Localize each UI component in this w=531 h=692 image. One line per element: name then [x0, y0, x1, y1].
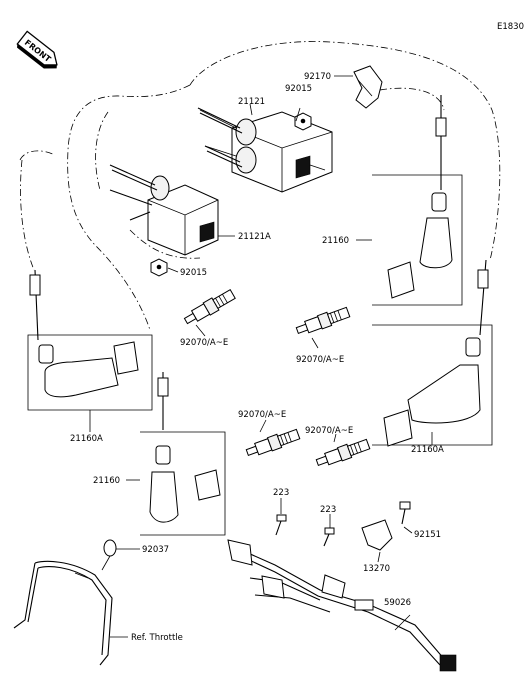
clamp-13270: [361, 519, 393, 551]
bolt-223-a: [275, 514, 287, 536]
callout-92070-center-2: 92070/A~E: [305, 426, 353, 436]
bolt-223-b: [323, 527, 335, 547]
callout-21160a-right: 21160A: [411, 445, 444, 455]
leader-lines: [89, 75, 433, 638]
front-arrow-icon: FRONT: [16, 30, 58, 69]
wire-harness-59026: [227, 539, 457, 672]
ignition-coil-lower: [109, 164, 219, 256]
callout-21160-left: 21160: [93, 476, 120, 486]
callout-21121a: 21121A: [238, 232, 271, 242]
coil-upper-leads: [197, 107, 243, 168]
diagram-code: E1830: [497, 22, 524, 32]
plug-cap-21160-left: [149, 372, 221, 523]
callout-92037: 92037: [142, 545, 169, 555]
callout-labels: 92170 92015 21121 21121A 92015 21160 920…: [70, 72, 444, 643]
nut-92015-bottom: [150, 258, 168, 277]
bolt-92151: [399, 501, 411, 525]
clamp-92170: [353, 65, 383, 109]
callout-92070-mid: 92070/A~E: [296, 355, 344, 365]
routing-loops: [19, 41, 501, 331]
callout-223-a: 223: [273, 488, 289, 498]
callout-92070-center-1: 92070/A~E: [238, 410, 286, 420]
plug-cap-21160-right: [387, 95, 453, 299]
callout-92070-left: 92070/A~E: [180, 338, 228, 348]
callout-92170: 92170: [304, 72, 331, 82]
callout-21160a-left: 21160A: [70, 434, 103, 444]
plug-cap-21160a-left: [29, 269, 139, 398]
bracket-92037: [13, 539, 117, 666]
callout-21121: 21121: [238, 97, 265, 107]
nut-92015-top: [294, 112, 312, 131]
callout-92015-top: 92015: [285, 84, 312, 94]
callout-92015-bottom: 92015: [180, 268, 207, 278]
callout-223-b: 223: [320, 505, 336, 515]
spark-plug-center-left: [245, 428, 301, 456]
callout-13270: 13270: [363, 564, 390, 574]
plug-cap-21160a-right: [383, 259, 489, 447]
callout-21160-right: 21160: [322, 236, 349, 246]
callout-ref-throttle: Ref. Throttle: [131, 633, 183, 643]
callout-92151: 92151: [414, 530, 441, 540]
spark-plug-left: [183, 288, 236, 325]
spark-plug-mid: [295, 306, 351, 334]
callout-59026: 59026: [384, 598, 411, 608]
spark-plug-center-right: [315, 438, 371, 466]
